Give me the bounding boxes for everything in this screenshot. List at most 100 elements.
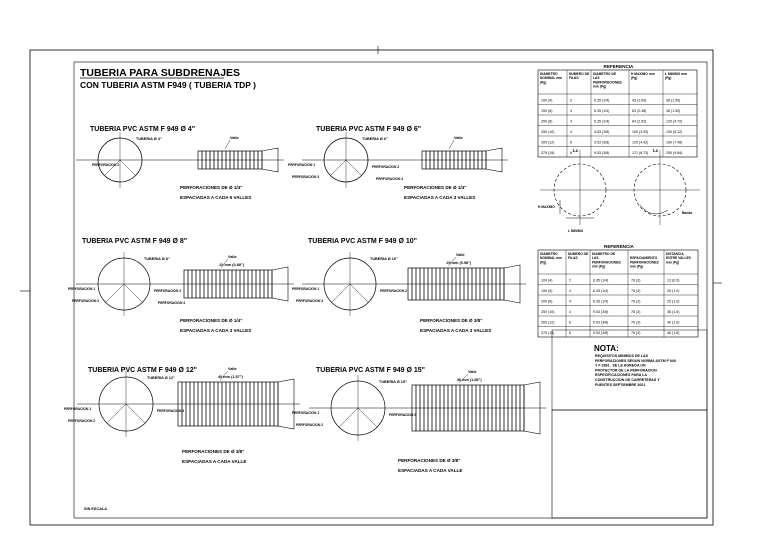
- pipe-bell-end: [277, 378, 295, 430]
- table-header: ENTRE VALLES: [666, 256, 692, 260]
- angle-ray: [106, 403, 127, 424]
- pipe-label: TUBERIA Ø 6": [362, 137, 388, 141]
- perforation-label: PERFORACION 2: [92, 163, 119, 167]
- note-line: PROTECTOR DE LA PERFORACION: [595, 368, 657, 372]
- leader-line: [448, 256, 457, 267]
- table-title: REFERENCIA: [604, 64, 635, 69]
- pipe-detail-8in: TUBERIA PVC ASTM F 949 Ø 8"TUBERIA Ø 8"V…: [68, 238, 294, 333]
- perforation-label: PERFORACION 2: [380, 289, 407, 293]
- scale-note: SIN ESCALA: [84, 507, 107, 511]
- table-cell: 9.53 (3/8): [593, 321, 608, 325]
- table-header: LAS: [592, 256, 599, 260]
- table-header: mm (Pg): [593, 85, 606, 89]
- table-cell: 100 (3.93): [632, 130, 648, 134]
- table-header: PERFORACIONES: [592, 260, 622, 264]
- centerline-label-right: Lc: [653, 148, 659, 153]
- table-cell: 6.35 (1/4): [593, 289, 608, 293]
- angle-ray: [330, 159, 347, 176]
- perforation-spacing: ESPACIADAS A CADA VALLE: [182, 459, 246, 464]
- table-header: DISTANCIA: [666, 252, 684, 256]
- table-cell: 6: [570, 141, 572, 145]
- leader-line: [220, 258, 229, 269]
- table-header: mm (Pg): [666, 260, 679, 264]
- title-line-2: CON TUBERIA ASTM F949 ( TUBERIA TDP ): [80, 80, 256, 90]
- dimension-label: 25 mm (0.98"): [446, 261, 472, 265]
- table-header: DIAMETRO: [540, 252, 558, 256]
- perforation-spec: PERFORACIONES DE Ø 1/4": [404, 185, 466, 190]
- table-cell: 38 (1.50): [666, 109, 680, 113]
- pipe-heading: TUBERIA PVC ASTM F 949 Ø 10": [308, 238, 417, 245]
- table-header: DIAMETRO DE: [592, 252, 616, 256]
- table-header: (Pg): [540, 80, 546, 84]
- table-cell: 76 (3): [631, 289, 640, 293]
- table-cell: 4: [569, 289, 571, 293]
- table-header: NOMINAL mm: [540, 256, 562, 260]
- pipe-heading: TUBERIA PVC ASTM F 949 Ø 4": [90, 126, 195, 133]
- angle-ray: [357, 407, 378, 428]
- table-cell: 6.35 (1/4): [593, 279, 608, 283]
- table-cell: 76 (3): [631, 300, 640, 304]
- table-cell: 64 (2.52): [632, 120, 646, 124]
- table-cell: 250 (9.84): [666, 151, 682, 155]
- table-cell: 38 (1.5): [667, 310, 679, 314]
- pipe-detail-12in: TUBERIA PVC ASTM F 949 Ø 12"TUBERIA Ø 12…: [64, 367, 300, 464]
- angle-ray: [119, 159, 136, 176]
- note-line: ESPECIFICACIONES PARA LA: [595, 373, 647, 377]
- table-header: mm (Pg): [592, 265, 605, 269]
- table-header: PERFORACIONES: [593, 80, 623, 84]
- perforation-spec: PERFORACIONES DE Ø 3/8": [398, 458, 460, 463]
- table-cell: 25 (1.0): [667, 300, 679, 304]
- table-header: mm (Pg): [630, 265, 643, 269]
- note-line: Y F 2881 . SE LE AGREGA UN: [595, 364, 646, 368]
- table-cell: 13 (0.5): [667, 279, 679, 283]
- table-frame: [537, 69, 698, 158]
- pipe-bell-end: [485, 147, 503, 173]
- perforation-label: PERFORACION 4: [158, 301, 185, 305]
- perforation-label: PERFORACION 3: [157, 409, 184, 413]
- pipe-bell-end: [503, 264, 521, 304]
- perforation-spacing: ESPACIADAS A CADA 3 VALLES: [180, 328, 251, 333]
- perforation-label: PERFORACION 1: [288, 163, 315, 167]
- pipe-label: TUBERIA Ø 10": [370, 257, 398, 261]
- l-min-label: L MINIMO: [568, 229, 584, 233]
- angle-ray: [338, 407, 359, 428]
- angle-ray: [349, 283, 369, 303]
- table-cell: 100 (4): [541, 99, 552, 103]
- leader-line: [448, 139, 455, 150]
- dimension-label: 22 mm (0.88"): [219, 263, 245, 267]
- table-cell: 190 (7.48): [666, 141, 682, 145]
- valley-label: Valle: [230, 136, 239, 140]
- perforation-label: PERFORACION 3: [389, 413, 416, 417]
- valley-label: Valle: [228, 367, 237, 371]
- table-cell: 4: [570, 109, 572, 113]
- note-line: REQUISITOS MINIMOS DE LAS: [595, 354, 649, 358]
- table-cell: 150 (6): [541, 109, 552, 113]
- table-cell: 200 (8): [541, 120, 552, 124]
- pipe-heading: TUBERIA PVC ASTM F 949 Ø 15": [316, 367, 425, 374]
- pipe-label: TUBERIA Ø 4": [136, 137, 162, 141]
- perforation-label: PERFORACION 2: [68, 419, 95, 423]
- title-block: [551, 409, 708, 519]
- table-cell: 63 (2.48): [632, 109, 646, 113]
- perforation-spacing: ESPACIADAS A CADA VALLE: [398, 468, 462, 473]
- table-cell: 25 (1.0): [667, 289, 679, 293]
- table-cell: 125 (4.92): [632, 141, 648, 145]
- pipe-bell-end: [261, 147, 279, 173]
- table-cell: 171 (6.73): [632, 151, 648, 155]
- note-line: PUENTES SEPTIEMBRE 2001: [595, 383, 645, 387]
- pipe-heading: TUBERIA PVC ASTM F 949 Ø 8": [82, 238, 187, 245]
- table-cell: 40 (1.6): [667, 321, 679, 325]
- table-cell: 250 (10): [541, 130, 554, 134]
- pipe-detail-6in: TUBERIA PVC ASTM F 949 Ø 6"TUBERIA Ø 6"V…: [288, 126, 508, 200]
- pipe-label: TUBERIA Ø 12": [147, 376, 175, 380]
- table-cell: 375 (15): [541, 151, 554, 155]
- table-cell: 4: [570, 130, 572, 134]
- table-cell: 2: [570, 99, 572, 103]
- table-cell: 6: [569, 321, 571, 325]
- table-header: (Pg): [665, 76, 671, 80]
- perforation-spec: PERFORACIONES DE Ø 1/4": [180, 318, 242, 323]
- table-cell: 6.35 (1/4): [593, 300, 608, 304]
- perforation-label: PERFORACION 1: [292, 287, 319, 291]
